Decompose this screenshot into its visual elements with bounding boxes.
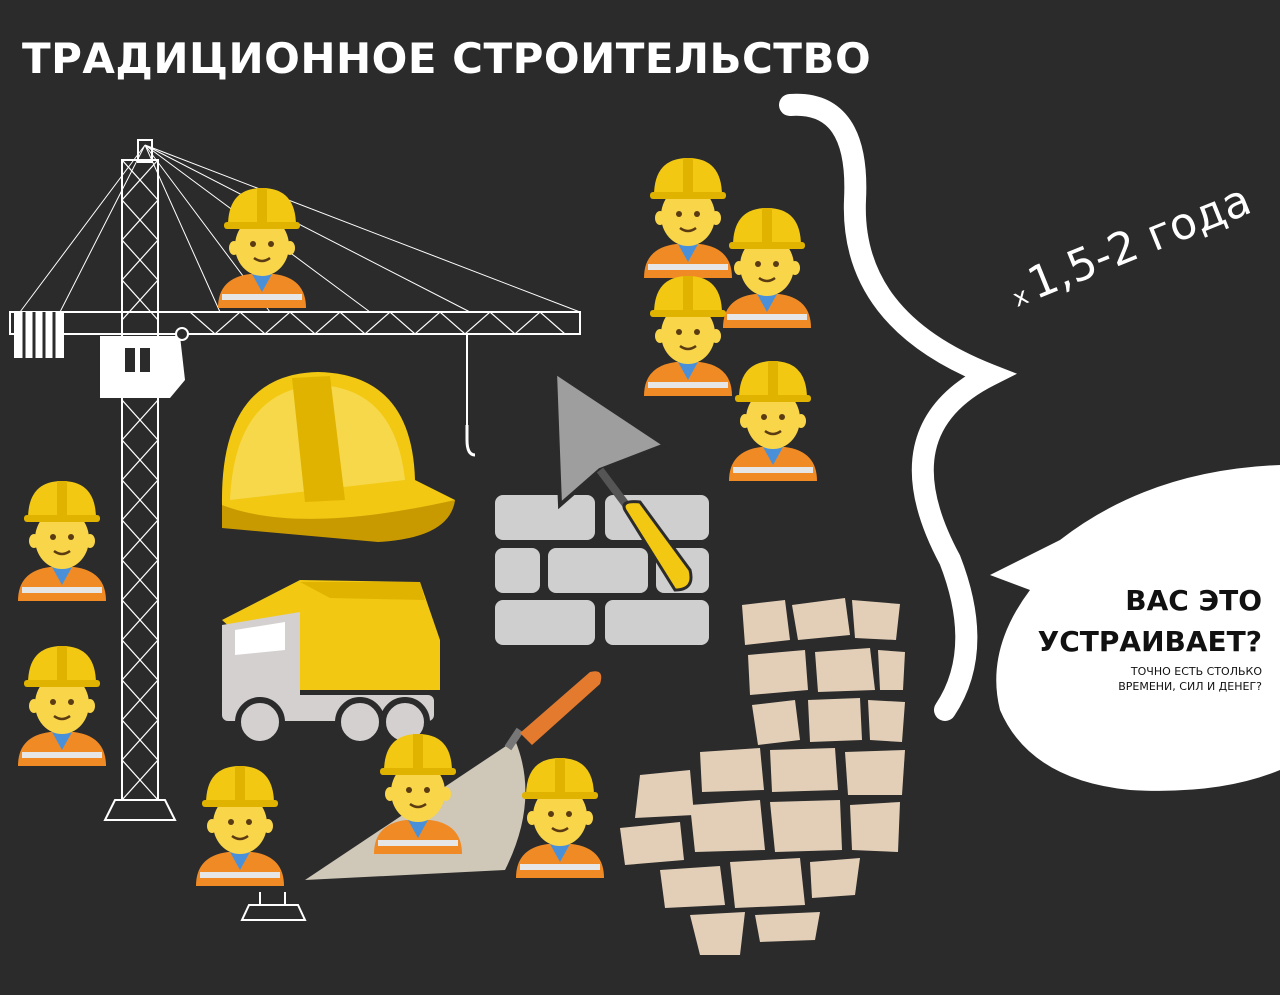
- worker-icon: [721, 206, 813, 330]
- worker-icon: [216, 186, 308, 310]
- worker-icon: [642, 274, 734, 398]
- worker-icon: [16, 644, 108, 768]
- callout-subtext: ТОЧНО ЕСТЬ СТОЛЬКО ВРЕМЕНИ, СИЛ И ДЕНЕГ?: [1118, 665, 1262, 693]
- worker-icon: [16, 479, 108, 603]
- stone-wall-icon: [620, 598, 905, 955]
- worker-icon: [514, 756, 606, 880]
- worker-icon: [642, 156, 734, 280]
- small-footing-icon: [240, 892, 307, 921]
- tower-crane-icon: [9, 139, 581, 821]
- callout-text: ВАС ЭТО УСТРАИВАЕТ? ТОЧНО ЕСТЬ СТОЛЬКО В…: [1038, 580, 1262, 694]
- callout-question-line2: УСТРАИВАЕТ?: [1037, 625, 1262, 658]
- hard-hat-icon: [221, 372, 455, 542]
- curly-brace-icon: [779, 93, 1017, 721]
- trowel-brick-icon: [491, 368, 713, 650]
- page-title: ТРАДИЦИОННОЕ СТРОИТЕЛЬСТВО: [22, 34, 872, 83]
- speech-bubble-icon: [990, 465, 1280, 791]
- callout-question-line1: ВАС ЭТО: [1125, 584, 1262, 617]
- dump-truck-icon: [222, 580, 440, 747]
- worker-icon: [372, 732, 464, 856]
- worker-icon: [727, 359, 819, 483]
- worker-icon: [194, 764, 286, 888]
